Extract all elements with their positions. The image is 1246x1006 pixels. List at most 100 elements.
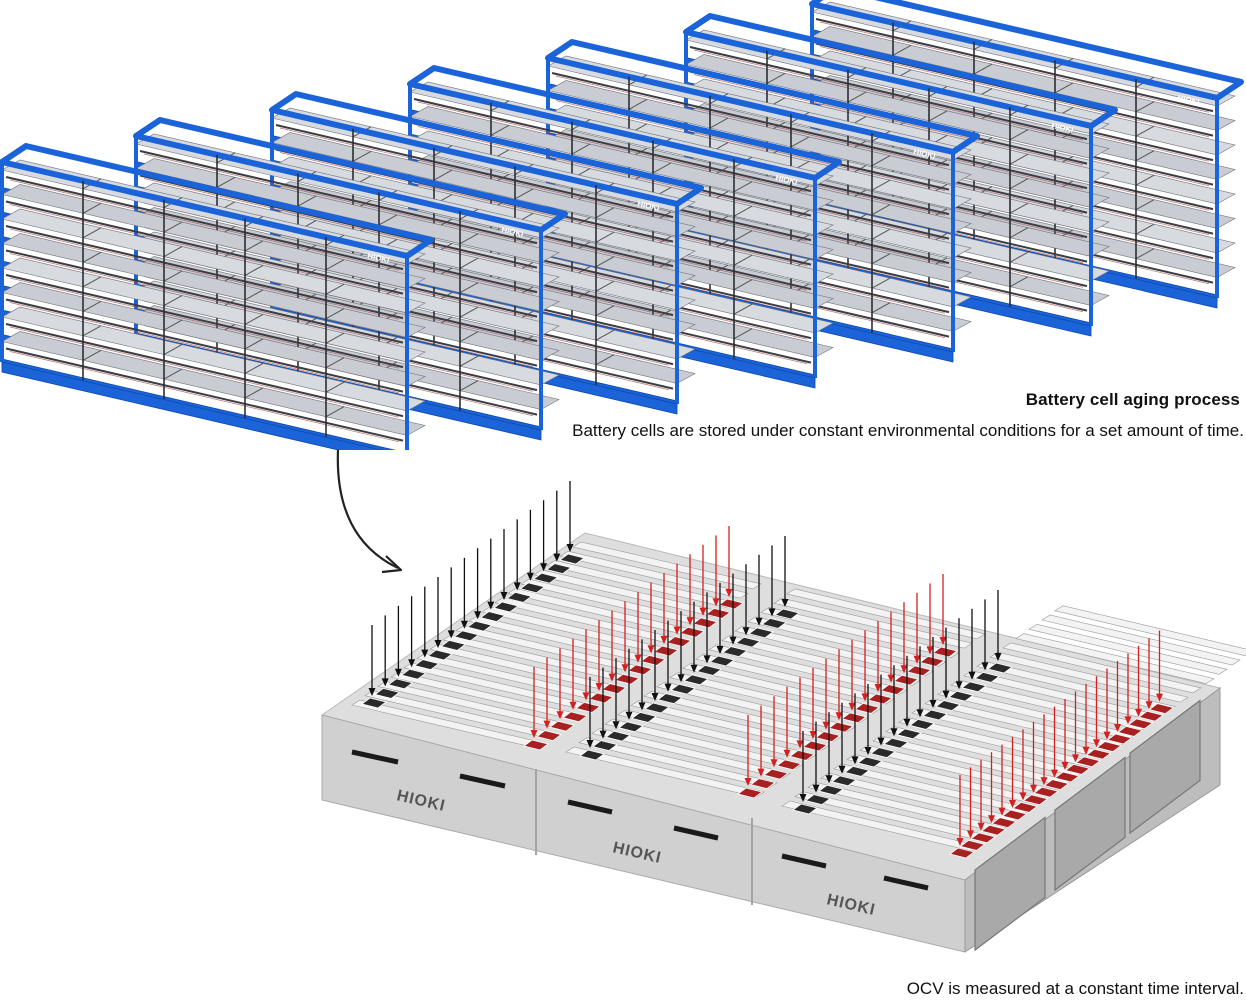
probe-arrow-head	[1124, 716, 1132, 725]
probe-arrow-head	[977, 822, 985, 831]
probe-arrow-head	[1082, 746, 1090, 755]
probe-arrow-head	[381, 678, 389, 687]
probe-arrow-head	[530, 730, 538, 738]
probe-arrow-head	[513, 582, 521, 591]
probe-arrow-head	[421, 649, 429, 658]
battery-cell	[1054, 605, 1246, 657]
probe-arrow-head	[864, 747, 872, 755]
probe-arrow-head	[998, 807, 1006, 816]
battery-cell	[591, 728, 791, 779]
probe-arrow-head	[634, 654, 642, 663]
probe-arrow-head	[835, 712, 843, 721]
probe-arrow-head	[768, 608, 776, 617]
probe-arrow-head	[929, 700, 937, 708]
probe-arrow-head	[967, 830, 974, 839]
ocv-measurement-description: OCV is measured at a constant time inter…	[906, 979, 1244, 998]
probe-arrow-head	[825, 775, 833, 784]
probe-arrow-head	[744, 778, 752, 786]
probe-arrow-head	[848, 702, 856, 711]
probe-arrow-head	[729, 636, 737, 645]
probe-arrow-head	[690, 664, 698, 673]
probe-arrow-head	[608, 673, 616, 682]
aging-process-description: Battery cells are stored under constant …	[572, 421, 1244, 440]
probe-arrow-head	[673, 626, 681, 635]
side-panel	[1129, 699, 1201, 835]
probe-arrow-head	[1030, 784, 1037, 793]
probe-arrow-head	[595, 683, 603, 691]
battery-cell	[572, 541, 762, 590]
probe-arrow-head	[988, 815, 995, 824]
probe-arrow-head	[968, 671, 976, 680]
probe-arrow-head	[796, 740, 804, 749]
probe-arrow-head	[500, 592, 508, 600]
probe-arrow-head	[781, 599, 789, 607]
probe-arrow-head	[903, 718, 911, 727]
probe-arrow-head	[716, 646, 724, 654]
probe-arrow-head	[1103, 731, 1111, 740]
probe-arrow-head	[1051, 769, 1058, 778]
probe-arrow-head	[474, 611, 482, 620]
probe-arrow-head	[890, 728, 898, 737]
probe-arrow-head	[877, 737, 885, 746]
probe-arrow-head	[703, 655, 711, 664]
probe-arrow-head	[543, 720, 551, 729]
battery-cell	[1015, 633, 1215, 684]
probe-arrow-head	[677, 674, 685, 683]
probe-arrow-head	[1040, 777, 1048, 786]
battery-cell	[565, 746, 765, 798]
probe-arrow-head	[757, 768, 765, 777]
side-panel	[974, 816, 1046, 952]
probe-arrow-head	[1145, 701, 1153, 710]
probe-arrow-head	[1072, 754, 1079, 763]
probe-arrow-head	[994, 653, 1002, 661]
probe-arrow-head	[487, 601, 495, 610]
probe-arrow-head	[712, 598, 720, 607]
probe-arrow-head	[556, 711, 564, 720]
probe-arrow-head	[725, 589, 733, 597]
aging-process-title: Battery cell aging process	[1025, 390, 1240, 409]
probe-arrow-head	[447, 630, 455, 639]
probe-arrow-head	[955, 681, 963, 690]
probe-arrow-head	[770, 759, 778, 768]
probe-arrow-head	[460, 620, 468, 629]
probe-arrow-head	[812, 784, 820, 793]
probe-arrow-head	[621, 664, 629, 673]
battery-cell	[1028, 623, 1228, 675]
probe-arrow-head	[582, 692, 590, 701]
probe-arrow-head	[861, 693, 869, 702]
probe-arrow-head	[822, 721, 830, 730]
probe-arrow-head	[647, 645, 655, 654]
probe-arrow-head	[660, 636, 668, 644]
probe-arrow-head	[799, 794, 807, 802]
probe-arrow-head	[553, 553, 561, 562]
probe-arrow-head	[1114, 724, 1121, 732]
probe-arrow-head	[569, 701, 577, 710]
probe-arrow-head	[887, 674, 895, 683]
probe-arrow-head	[612, 721, 620, 730]
probe-arrow-head	[916, 709, 924, 718]
probe-arrow-head	[755, 617, 763, 626]
probe-arrow-head	[686, 617, 694, 626]
probe-arrow-head	[809, 731, 817, 739]
side-panel	[1054, 756, 1126, 892]
probe-arrow-head	[526, 572, 534, 581]
probe-arrow-head	[742, 627, 750, 636]
probe-arrow-head	[942, 690, 950, 699]
battery-cell	[559, 550, 749, 599]
probe-arrow-head	[434, 640, 442, 648]
probe-arrow-head	[408, 659, 416, 668]
probe-arrow-head	[981, 662, 989, 671]
probe-arrow-head	[394, 668, 402, 677]
probe-arrow-head	[913, 655, 921, 664]
probe-arrow-head	[926, 646, 934, 655]
probe-arrow-head	[783, 749, 791, 758]
probe-arrow-head	[625, 711, 633, 720]
probe-arrow-head	[851, 756, 859, 765]
probe-arrow-head	[586, 740, 594, 748]
probe-arrow-head	[874, 684, 882, 692]
battery-cell	[1002, 642, 1202, 694]
